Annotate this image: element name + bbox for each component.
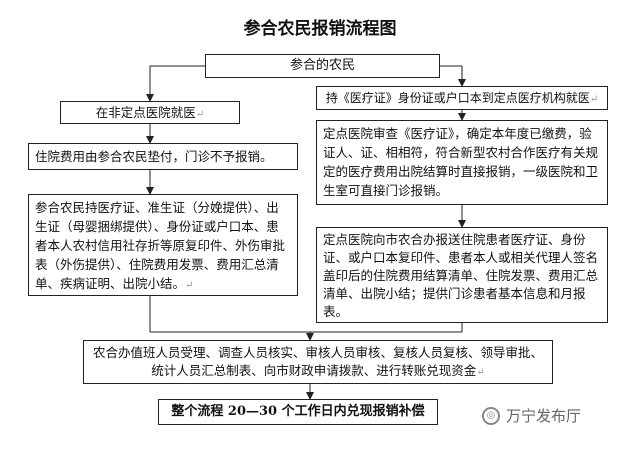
right-step-3-label: 定点医院向市农合办报送住院患者医疗证、身份证、或户口本复印件、患者本人或相关代理…	[323, 232, 599, 319]
watermark-text: 万宁发布厅	[506, 407, 582, 425]
right-step-1: 持《医疗证》身份证或户口本到定点医疗机构就医↵	[316, 86, 608, 110]
left-step-3: 参合农民持医疗证、准生证（分娩提供）、出生证（母婴捆绑提供）、身份证或户口本、患…	[28, 194, 298, 296]
para-mark: ↵	[589, 94, 599, 105]
watermark: ◎ 万宁发布厅	[482, 405, 581, 426]
left-step-1: 在非定点医院就医↵	[60, 101, 240, 124]
merge-step: 农合办值班人员受理、调查人员核实、审核人员审核、复核人员复核、领导审批、统计人员…	[83, 340, 553, 384]
left-step-3-label: 参合农民持医疗证、准生证（分娩提供）、出生证（母婴捆绑提供）、身份证或户口本、患…	[35, 200, 286, 291]
diagram-title: 参合农民报销流程图	[243, 19, 397, 39]
left-step-1-label: 在非定点医院就医	[95, 105, 196, 120]
left-step-2-label: 住院费用由参合农民垫付，门诊不予报销。	[35, 149, 273, 164]
wechat-logo-icon: ◎	[482, 406, 500, 425]
para-mark: ↵	[185, 280, 194, 291]
para-mark: ↵	[476, 367, 485, 378]
start-node-label: 参合的农民	[289, 58, 355, 73]
end-node: 整个流程 20—30 个工作日内兑现报销补偿	[158, 399, 438, 425]
right-step-3: 定点医院向市农合办报送住院患者医疗证、身份证、或户口本复印件、患者本人或相关代理…	[316, 227, 608, 323]
end-node-label: 整个流程 20—30 个工作日内兑现报销补偿	[171, 404, 425, 419]
left-step-2: 住院费用由参合农民垫付，门诊不予报销。	[28, 143, 298, 170]
merge-step-label: 农合办值班人员受理、调查人员核实、审核人员审核、复核人员复核、领导审批、统计人员…	[92, 345, 543, 378]
start-node: 参合的农民	[205, 54, 440, 78]
right-step-1-label: 持《医疗证》身份证或户口本到定点医疗机构就医	[325, 91, 590, 105]
right-step-2: 定点医院审查《医疗证》，确定本年度已缴费，验证人、证、相相符，符合新型农村合作医…	[316, 120, 608, 205]
right-step-2-label: 定点医院审查《医疗证》，确定本年度已缴费，验证人、证、相相符，符合新型农村合作医…	[323, 126, 599, 198]
para-mark: ↵	[195, 109, 205, 120]
